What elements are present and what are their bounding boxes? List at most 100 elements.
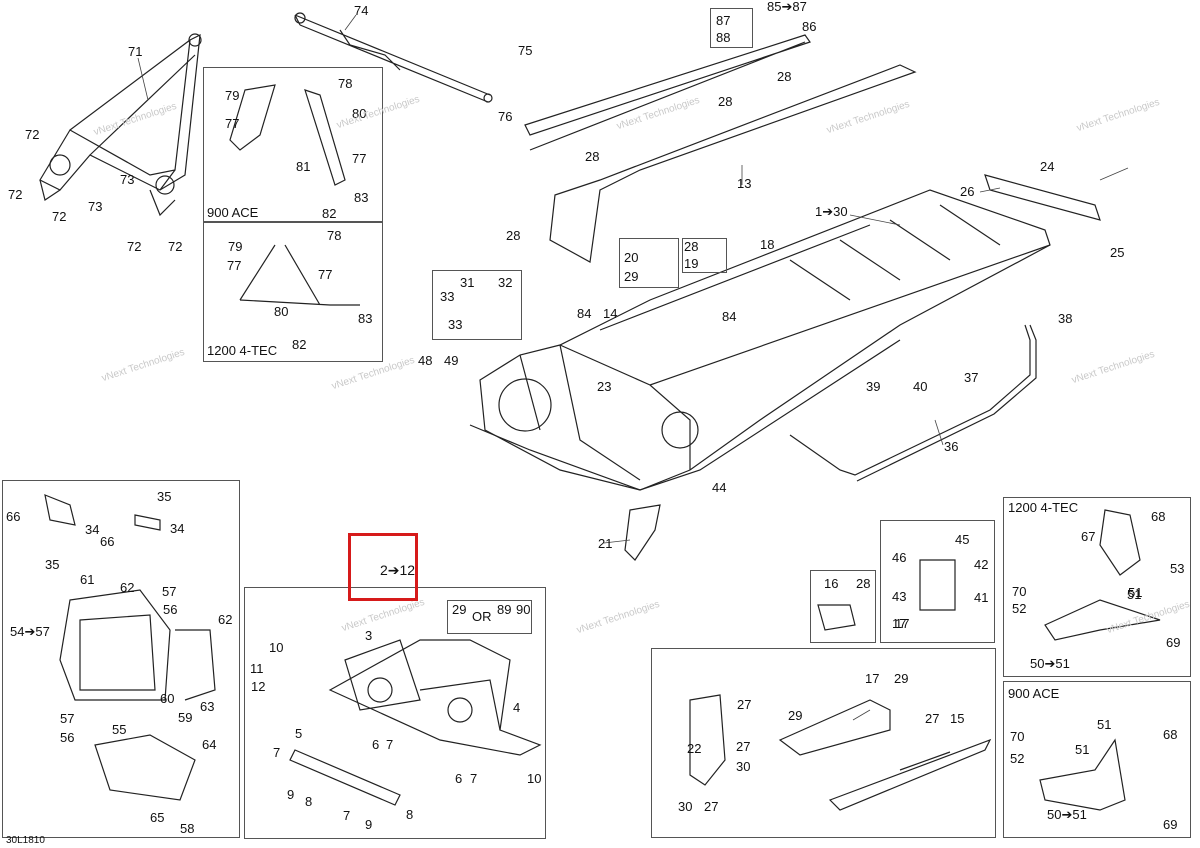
callout-label: 31 bbox=[460, 275, 475, 290]
callout-label: 48 bbox=[418, 353, 433, 368]
box-29-90 bbox=[447, 600, 532, 634]
callout-label: 7 bbox=[386, 737, 394, 752]
callout-label: 63 bbox=[200, 699, 215, 714]
part-17-drawing bbox=[778, 699, 891, 756]
part-77-900-drawing bbox=[229, 84, 346, 186]
callout-label: 66 bbox=[6, 509, 21, 524]
callout-label: 28 bbox=[856, 576, 871, 591]
callout-label: 41 bbox=[974, 590, 989, 605]
box-bottom-right-assembly bbox=[651, 648, 996, 838]
callout-label: 85➔87 bbox=[767, 0, 807, 14]
callout-label: 67 bbox=[1081, 529, 1096, 544]
box-900-ace-right bbox=[1003, 681, 1191, 838]
callout-label: 56 bbox=[60, 730, 75, 745]
callout-label: 78 bbox=[338, 76, 353, 91]
callout-label: 52 bbox=[1010, 751, 1025, 766]
callout-label: 44 bbox=[712, 480, 727, 495]
part-21-drawing bbox=[624, 504, 661, 561]
callout-label: 77 bbox=[352, 151, 367, 166]
box-41-46 bbox=[880, 520, 995, 643]
callout-label: 43 bbox=[892, 589, 907, 604]
callout-label: 82 bbox=[292, 337, 307, 352]
callout-label: 9 bbox=[365, 817, 373, 832]
highlight-label: 2➔12 bbox=[380, 562, 416, 578]
callout-label: 50➔51 bbox=[1047, 807, 1087, 822]
callout-label: 70 bbox=[1012, 584, 1027, 599]
callout-label: 75 bbox=[518, 43, 533, 58]
callout-label: 4 bbox=[513, 700, 521, 715]
callout-label: 57 bbox=[162, 584, 177, 599]
box-1200-top-title: 1200 4-TEC bbox=[207, 343, 278, 358]
part-16-drawing bbox=[817, 604, 856, 631]
callout-label: 23 bbox=[597, 379, 612, 394]
callout-label: 19 bbox=[684, 256, 699, 271]
callout-label: 77 bbox=[227, 258, 242, 273]
callout-label: 68 bbox=[1163, 727, 1178, 742]
part-55-drawing bbox=[94, 734, 196, 801]
callout-label: 29 bbox=[624, 269, 639, 284]
callout-label: 73 bbox=[88, 199, 103, 214]
part-3-4-drawing bbox=[328, 639, 542, 756]
callout-label: 17 bbox=[892, 616, 907, 631]
callout-label: 46 bbox=[892, 550, 907, 565]
callout-label: 30 bbox=[736, 759, 751, 774]
part-67-drawing bbox=[1044, 509, 1161, 641]
main-chassis-drawing bbox=[469, 174, 1101, 491]
callout-label: 34 bbox=[170, 521, 185, 536]
callout-label: 77 bbox=[318, 267, 333, 282]
callout-label: 56 bbox=[163, 602, 178, 617]
callout-label: 51 bbox=[1075, 742, 1090, 757]
callout-label: 32 bbox=[498, 275, 513, 290]
callout-label: 72 bbox=[52, 209, 67, 224]
part-67-900-drawing bbox=[1039, 738, 1126, 811]
callout-label: 65 bbox=[150, 810, 165, 825]
part-43-drawing bbox=[919, 559, 956, 611]
callout-label: 76 bbox=[498, 109, 513, 124]
box-left-assembly bbox=[2, 480, 240, 838]
callout-label: 6 bbox=[455, 771, 463, 786]
part-15-drawing bbox=[828, 738, 992, 811]
callout-label: 33 bbox=[448, 317, 463, 332]
callout-label: 28 bbox=[684, 239, 699, 254]
callout-label: 70 bbox=[1010, 729, 1025, 744]
callout-label: 25 bbox=[1110, 245, 1125, 260]
callout-label: 72 bbox=[8, 187, 23, 202]
callout-label: 30 bbox=[678, 799, 693, 814]
callout-label: 73 bbox=[120, 172, 135, 187]
callout-label: 69 bbox=[1166, 635, 1181, 650]
callout-label: 28 bbox=[777, 69, 792, 84]
callout-label: 29 bbox=[452, 602, 467, 617]
callout-label: 10 bbox=[269, 640, 284, 655]
drawing-code: 30L1810 bbox=[6, 835, 45, 846]
callout-label: 55 bbox=[112, 722, 127, 737]
callout-label: 22 bbox=[687, 741, 702, 756]
callout-label: 7 bbox=[470, 771, 478, 786]
callout-label: 42 bbox=[974, 557, 989, 572]
callout-label: 40 bbox=[913, 379, 928, 394]
callout-label: 1➔30 bbox=[815, 204, 848, 219]
callout-label: 5 bbox=[295, 726, 303, 741]
callout-label: 84 bbox=[577, 306, 592, 321]
callout-label: 9 bbox=[287, 787, 295, 802]
callout-label: 60 bbox=[160, 691, 175, 706]
callout-label: 17 bbox=[895, 616, 910, 631]
box-19-28 bbox=[682, 238, 727, 273]
callout-label: 28 bbox=[585, 149, 600, 164]
callout-label: 80 bbox=[274, 304, 289, 319]
callout-label: 69 bbox=[1163, 817, 1178, 832]
callout-label: 29 bbox=[788, 708, 803, 723]
callout-label: 7 bbox=[343, 808, 351, 823]
callout-label: 7 bbox=[273, 745, 281, 760]
callout-label: 68 bbox=[1151, 509, 1166, 524]
callout-label: 45 bbox=[955, 532, 970, 547]
callout-label: 18 bbox=[760, 237, 775, 252]
callout-label: 57 bbox=[60, 711, 75, 726]
callout-label: 79 bbox=[228, 239, 243, 254]
callout-label: 8 bbox=[406, 807, 414, 822]
box-900-ace-top-title: 900 ACE bbox=[207, 205, 259, 220]
callout-label: 51 bbox=[1128, 585, 1143, 600]
box-1200-top bbox=[203, 222, 383, 362]
callout-label: 58 bbox=[180, 821, 195, 836]
callout-label: 66 bbox=[100, 534, 115, 549]
